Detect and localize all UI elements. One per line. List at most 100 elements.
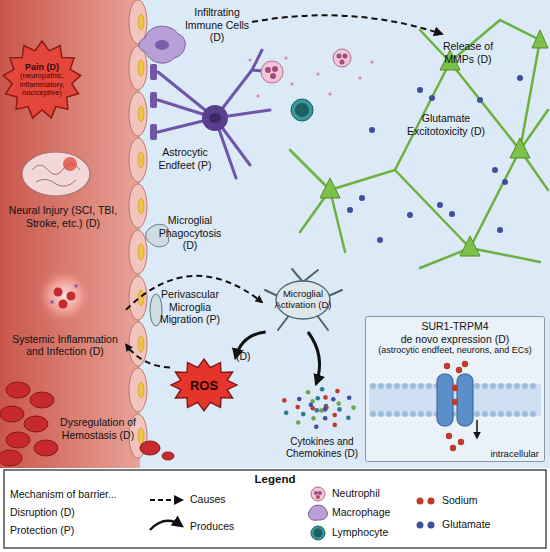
cytokine-cluster-shape [310, 399, 315, 404]
neutrophil-sample [314, 491, 318, 495]
glutamate-dot [347, 207, 353, 213]
endothelial-nucleus [138, 14, 144, 30]
annotation-label: Protection (P) [10, 524, 130, 537]
channel-panel-shape [394, 411, 400, 417]
astrocytic-endfoot [150, 64, 157, 140]
channel-panel-shape [426, 383, 432, 389]
endothelial-wall [129, 0, 147, 458]
channel-panel-shape [446, 433, 452, 439]
cytokine-cluster-shape [323, 395, 328, 400]
endothelial-nucleus [138, 106, 144, 122]
pain-starburst: Pain (D)(neuropathic, inflammatory, noci… [2, 40, 82, 120]
channel-panel-shape [450, 445, 456, 451]
channel-panel-shape [426, 411, 432, 417]
annotation-label: Astrocytic Endfeet (P) [152, 146, 218, 171]
channel-panel-shape [506, 411, 512, 417]
legend-text: Sodium [442, 494, 538, 507]
cytokine-cluster-shape [351, 405, 356, 410]
causes-sample [150, 499, 182, 501]
annotation-label: Mechanism of barrier... [10, 488, 150, 501]
cytokine-cluster-shape [319, 408, 324, 413]
cytokine-cluster-shape [282, 398, 287, 403]
channel-panel-shape [402, 383, 408, 389]
channel-panel-shape [370, 411, 376, 417]
inflammation-icon-shape [67, 292, 76, 301]
endothelial-wall [129, 276, 147, 320]
glutamate-dot [429, 95, 435, 101]
node-text: intracellular [490, 448, 539, 459]
annotation-label: Perivascular Microglia Migration (P) [155, 288, 225, 326]
causes-arrow [126, 276, 262, 310]
annotation-label: Disruption (D) [10, 506, 130, 519]
macrophage [139, 26, 185, 63]
macrophage [139, 26, 185, 63]
cytokine-cluster-shape [311, 416, 316, 421]
channel-panel-shape [437, 374, 453, 426]
glutamate-dot [377, 237, 383, 243]
channel-panel-shape [498, 411, 504, 417]
channel-panel-shape [514, 411, 520, 417]
cytokine-cluster-shape [332, 413, 337, 418]
legend-text: Causes [190, 493, 286, 506]
endothelial-nucleus [138, 336, 144, 352]
red-blood-cell [6, 382, 30, 398]
neutrophil [340, 60, 345, 65]
neuron-process [290, 20, 548, 268]
neutrophil [270, 73, 276, 79]
node-text: (neuropathic, inflammatory, nociceptive) [15, 72, 69, 98]
microglia-cell [146, 224, 169, 326]
sodium-sample [428, 498, 435, 505]
lymphocyte [291, 99, 313, 121]
channel-panel-shape [498, 383, 504, 389]
endothelial-nucleus [138, 14, 144, 444]
inflammation-icon: Systemic Inflammation and Infection (D) [4, 268, 126, 358]
channel-panel-shape [530, 411, 536, 417]
glutamate-dot [407, 212, 413, 218]
glutamate-dot [492, 167, 498, 173]
neuron-body [320, 178, 340, 198]
neutrophil-sample [311, 487, 325, 501]
endothelial-wall [129, 0, 147, 44]
mmp-dot [256, 94, 259, 97]
neuron-body [320, 30, 548, 256]
produces-sample [150, 521, 182, 530]
node-text: ROS [190, 378, 218, 393]
neuron-process [290, 20, 548, 268]
legend-text: Glutamate [442, 518, 538, 531]
red-blood-cell [140, 441, 160, 455]
causes-arrow [126, 345, 170, 368]
channel-panel-shape [444, 363, 450, 369]
lymphocyte-sample [311, 526, 325, 540]
red-blood-cell [0, 450, 22, 466]
neuron-body [460, 236, 480, 256]
glutamate-dot [502, 179, 508, 185]
node-text: SUR1-TRPM4 [421, 320, 488, 333]
glutamate-sample [417, 522, 435, 529]
mmp-dot [290, 82, 293, 85]
mmp-dot [248, 56, 373, 97]
macrophage [155, 40, 169, 50]
endothelial-wall [129, 92, 147, 136]
neutrophil [261, 49, 351, 83]
annotation-label: Glutamate Excitotoxicity (D) [398, 112, 494, 137]
vessel-lumen [0, 0, 140, 468]
cytokine-cluster-shape [331, 397, 336, 402]
inflammation-icon-shape [54, 288, 63, 297]
channel-panel-shape [490, 383, 496, 389]
cytokine-cluster-shape [297, 397, 302, 402]
channel-panel-shape [506, 383, 512, 389]
cytokine-cluster-shape [333, 423, 338, 428]
pain-starburst-shape [3, 41, 80, 118]
ros-starburst-shape [171, 359, 237, 411]
channel-panel-shape [482, 383, 488, 389]
glutamate-dot [417, 87, 423, 93]
endothelial-nucleus [138, 152, 144, 168]
inflammation-icon-shape [74, 284, 78, 288]
channel-panel-shape [410, 411, 416, 417]
endothelial-wall [129, 322, 147, 366]
cytokine-cluster-shape [296, 420, 301, 425]
cytokine-cluster-shape [306, 390, 311, 395]
cytokine-cluster-shape [323, 416, 328, 421]
channel-panel-shape [418, 411, 424, 417]
